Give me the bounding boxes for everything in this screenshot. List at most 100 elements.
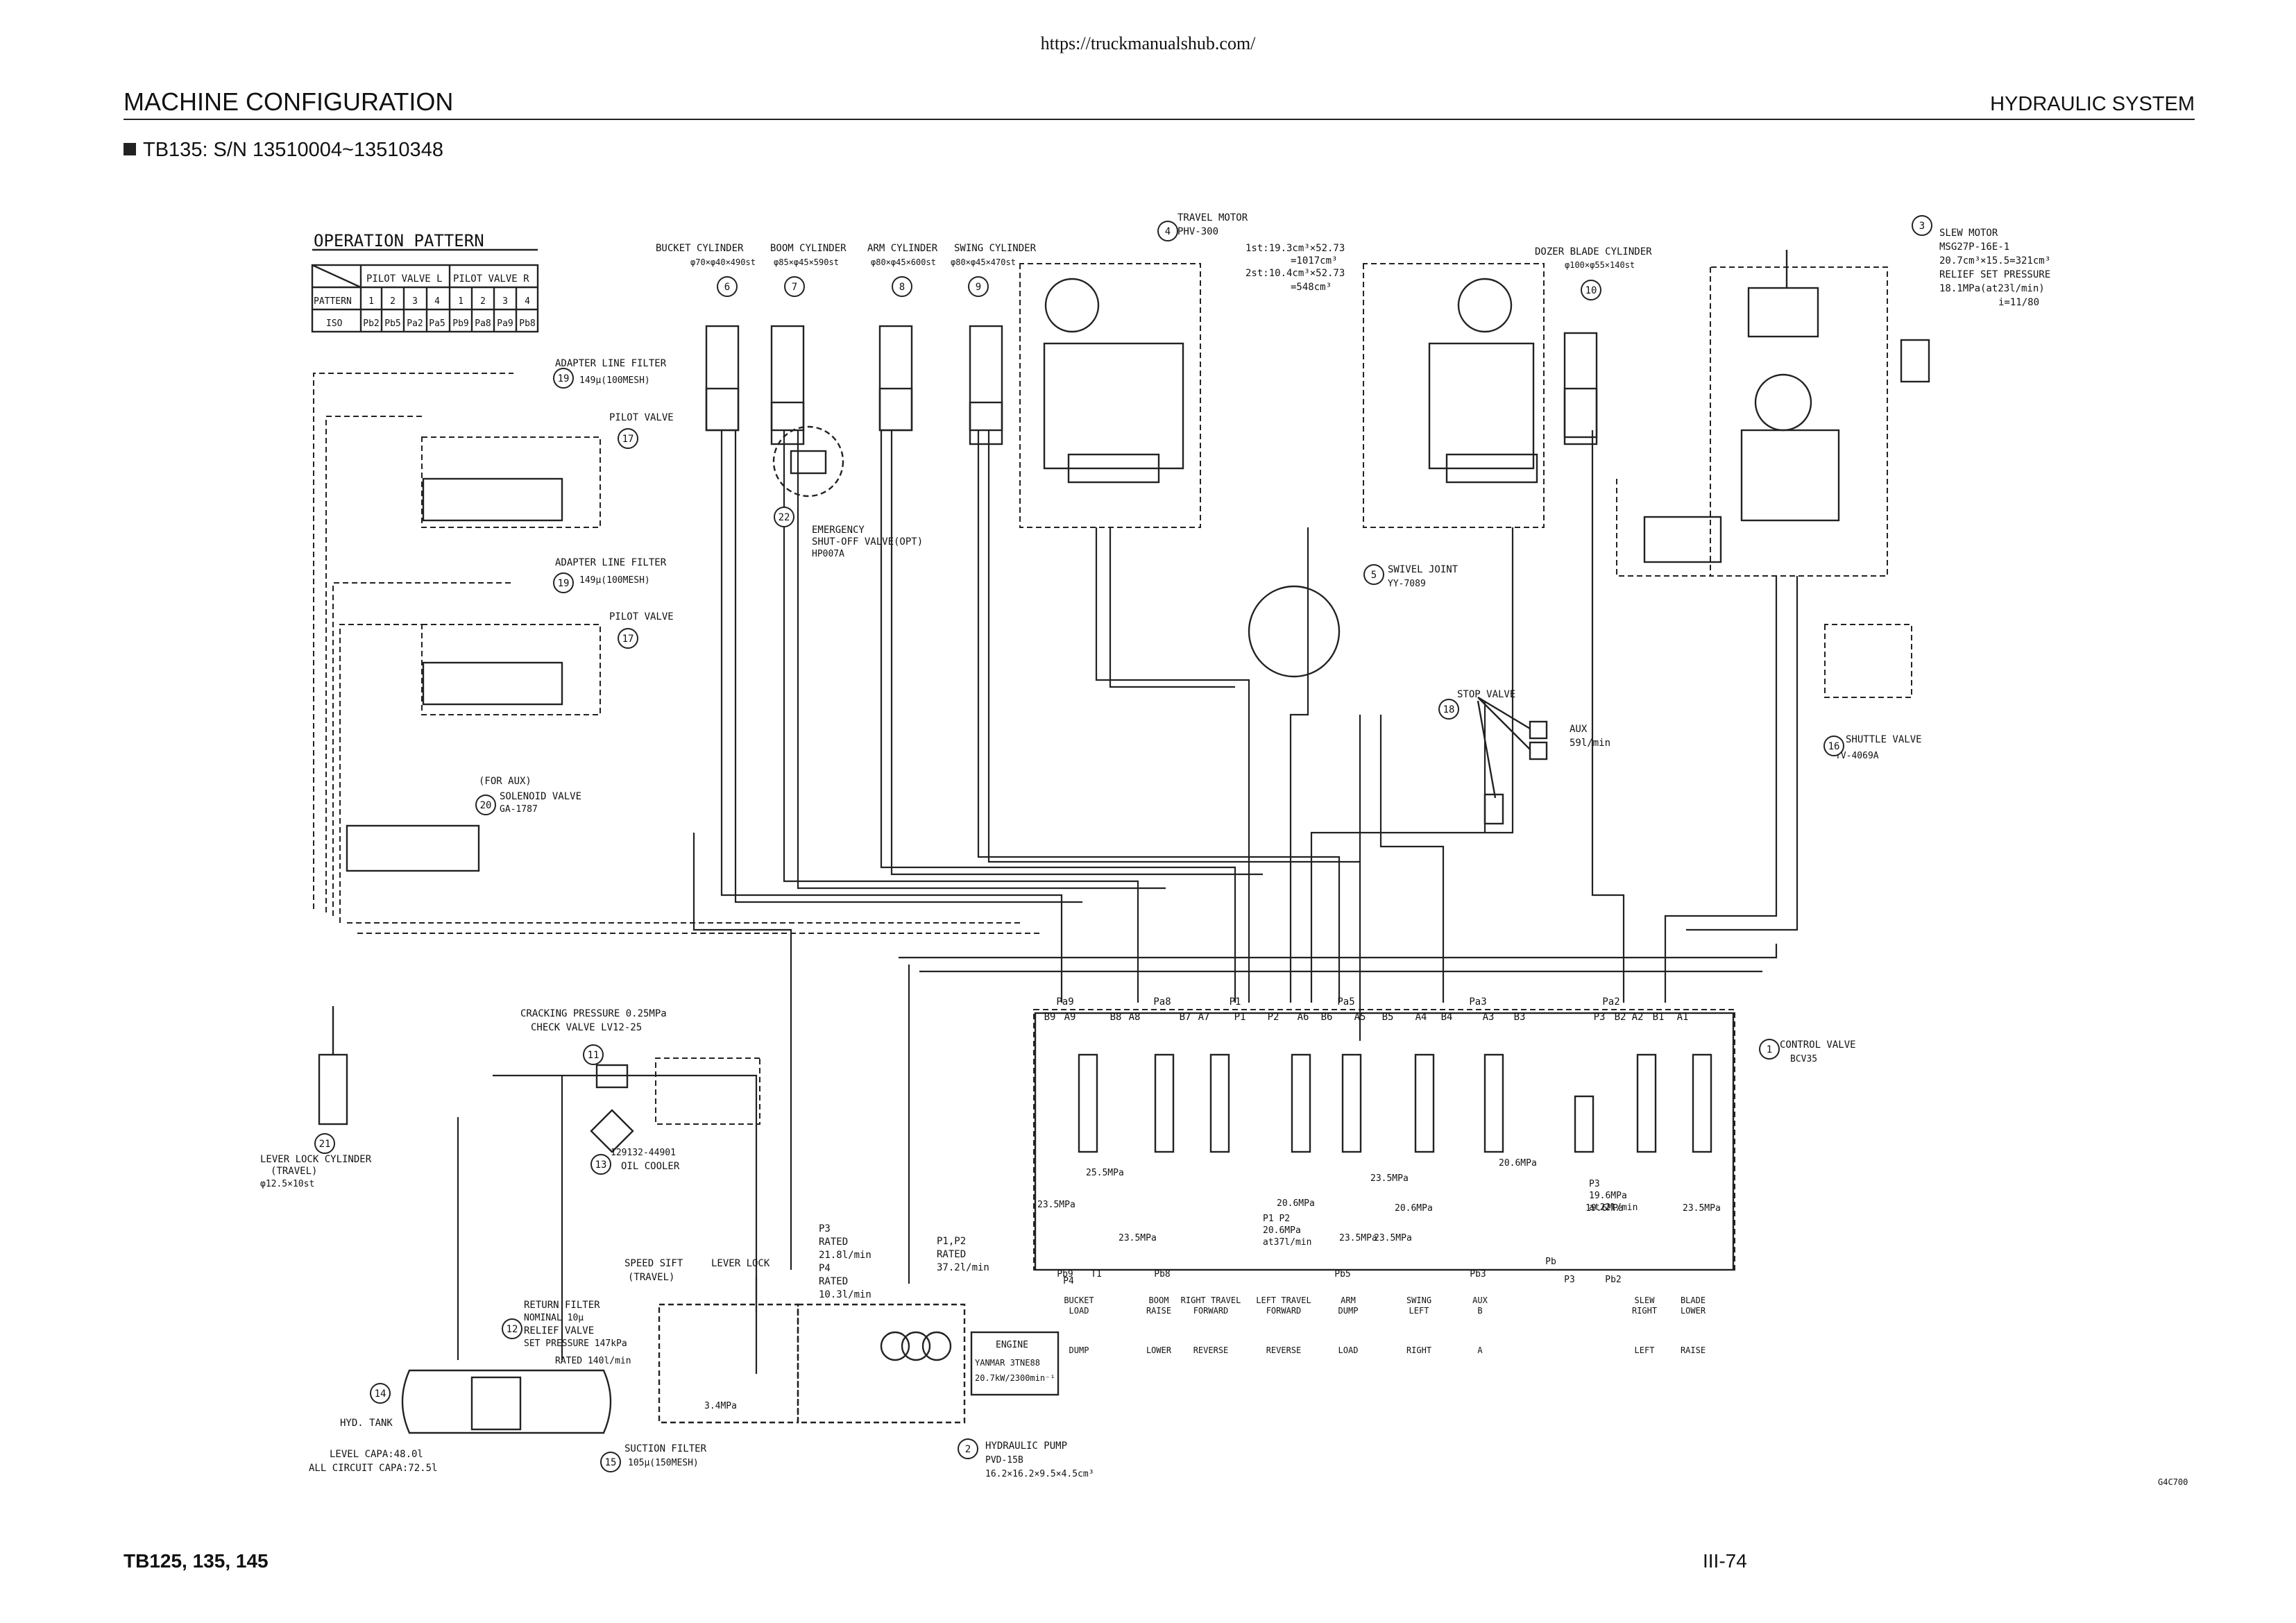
aux-flow: 59l/min	[1570, 738, 1610, 749]
pattern-port-number: 4	[434, 296, 440, 307]
callout-circle	[958, 1438, 978, 1459]
speed-sift-label: SPEED SIFT	[624, 1258, 683, 1269]
engine-model: YANMAR 3TNE88	[975, 1358, 1040, 1368]
lever-lock-cylinder-label: LEVER LOCK CYLINDER	[260, 1154, 372, 1165]
travel-1st-spec: 1st:19.3cm³×52.73	[1245, 243, 1345, 254]
callout-circle	[370, 1383, 391, 1404]
function-bottom-label: LEFT	[1635, 1345, 1655, 1355]
callout-number: 11	[588, 1050, 599, 1061]
function-top-sublabel: RIGHT	[1632, 1306, 1657, 1316]
control-valve-bottom-port: Pb5	[1334, 1269, 1350, 1280]
p3-relief-note: P3	[1589, 1179, 1600, 1189]
swing-cylinder-label: SWING CYLINDER	[954, 243, 1037, 254]
solenoid-valve-label: SOLENOID VALVE	[500, 791, 581, 802]
relief-pressure-value: 23.5MPa	[1374, 1233, 1412, 1243]
control-valve-port-label: B8	[1110, 1012, 1122, 1023]
p3-p4-rated-line: 10.3l/min	[819, 1289, 871, 1300]
swing-cylinder-spec: φ80×φ45×470st	[951, 257, 1016, 267]
control-valve-pilot-port: Pa8	[1153, 996, 1171, 1008]
pilot-valve-label-2: PILOT VALVE	[609, 611, 674, 622]
relief-pressure-value: 20.6MPa	[1499, 1158, 1537, 1169]
control-valve-port-label: A8	[1129, 1012, 1141, 1023]
callout-number: 18	[1443, 704, 1455, 715]
function-top-sublabel: LOAD	[1069, 1306, 1089, 1316]
iso-label: ISO	[326, 318, 343, 329]
callout-number: 15	[605, 1457, 617, 1468]
control-valve-port-label: B6	[1321, 1012, 1333, 1023]
slew-relief-label: RELIEF SET PRESSURE	[1939, 269, 2050, 280]
control-valve-pilot-port: Pa9	[1056, 996, 1073, 1008]
hyd-tank-label: HYD. TANK	[340, 1418, 393, 1429]
function-bottom-label: LOWER	[1146, 1345, 1172, 1355]
p3-relief-note: at22l/min	[1589, 1203, 1638, 1213]
return-filter-nominal: NOMINAL 10μ	[524, 1313, 584, 1323]
adapter-filter-label-2: ADAPTER LINE FILTER	[555, 557, 667, 568]
engine-label: ENGINE	[996, 1340, 1028, 1350]
p1-p2-rated-line: P1,P2	[937, 1236, 966, 1247]
control-valve-port-label: A2	[1632, 1012, 1644, 1023]
callout-number: 2	[965, 1444, 971, 1455]
callout-number: 4	[1165, 226, 1171, 237]
callout-circle	[968, 276, 989, 297]
return-filter-rated: RATED 140l/min	[555, 1356, 631, 1366]
function-bottom-label: REVERSE	[1193, 1345, 1229, 1355]
p3-relief-note: 19.6MPa	[1589, 1191, 1627, 1201]
source-url[interactable]: https://truckmanualshub.com/	[1040, 33, 1256, 53]
travel-1st-result: =1017cm³	[1291, 255, 1337, 266]
pattern-iso-value: Pb9	[452, 318, 468, 329]
callout-circle	[1912, 215, 1932, 236]
relief-pressure-value: 23.5MPa	[1370, 1173, 1409, 1184]
relief-valve-setting: SET PRESSURE 147kPa	[524, 1339, 627, 1349]
relief-pressure-value: 23.5MPa	[1119, 1233, 1157, 1243]
callout-number: 17	[622, 634, 634, 645]
slew-motor-model: MSG27P-16E-1	[1939, 241, 2009, 253]
callout-number: 8	[899, 282, 905, 293]
pattern-iso-value: Pa5	[429, 318, 445, 329]
relief-valve-label: RELIEF VALVE	[524, 1325, 594, 1336]
relief-pressure-value: 23.5MPa	[1037, 1200, 1075, 1210]
callout-circle	[553, 572, 574, 593]
function-top-sublabel: FORWARD	[1193, 1306, 1229, 1316]
emergency-valve-label: EMERGENCY	[812, 525, 865, 536]
callout-circle	[774, 507, 794, 527]
control-valve-port-label: A3	[1483, 1012, 1495, 1023]
travel-motor-label: TRAVEL MOTOR	[1177, 212, 1248, 223]
function-bottom-label: LOAD	[1338, 1345, 1359, 1355]
callout-circle	[475, 794, 496, 815]
arm-cylinder-label: ARM CYLINDER	[867, 243, 938, 254]
function-top-label: BOOM	[1149, 1295, 1169, 1305]
callout-circle	[600, 1452, 621, 1472]
control-valve-port-label: A4	[1415, 1012, 1427, 1023]
emergency-valve-label-2: SHUT-OFF VALVE(OPT)	[812, 536, 923, 547]
pilot-valve-l-header: PILOT VALVE L	[366, 273, 443, 284]
model-subtitle-text: TB135: S/N 13510004~13510348	[143, 139, 443, 161]
hydraulic-pump-model: PVD-15B	[985, 1455, 1023, 1465]
p3-p4-rated-line: 21.8l/min	[819, 1250, 871, 1261]
control-valve-port-label: A5	[1354, 1012, 1366, 1023]
callout-circle	[502, 1318, 522, 1339]
cracking-pressure-label: CRACKING PRESSURE 0.25MPa	[520, 1008, 667, 1019]
function-top-sublabel: B	[1477, 1306, 1482, 1316]
all-circuit-capacity: ALL CIRCUIT CAPA:72.5l	[309, 1463, 437, 1474]
function-top-sublabel: LOWER	[1681, 1306, 1706, 1316]
function-bottom-label: REVERSE	[1266, 1345, 1302, 1355]
boom-cylinder-spec: φ85×φ45×590st	[774, 257, 839, 267]
control-valve-bottom-port: Pb8	[1154, 1269, 1170, 1280]
pattern-iso-value: Pa8	[475, 318, 491, 329]
control-valve-port-label: P3	[1594, 1012, 1606, 1023]
control-valve-bottom-port: Pb	[1545, 1257, 1556, 1267]
callout-circle	[583, 1044, 604, 1065]
callout-number: 20	[480, 800, 492, 811]
function-top-label: ARM	[1341, 1295, 1356, 1305]
function-top-label: BUCKET	[1064, 1295, 1094, 1305]
lever-lock-cylinder-spec: φ12.5×10st	[260, 1179, 314, 1189]
relief-pressure-value: 23.5MPa	[1339, 1233, 1377, 1243]
p3-p4-rated-line: RATED	[819, 1237, 848, 1248]
travel-motor-model: PHV-300	[1177, 226, 1218, 237]
page-number: III-74	[1703, 1550, 1747, 1572]
function-bottom-label: RIGHT	[1406, 1345, 1431, 1355]
relief-pressure-value: 25.5MPa	[1086, 1168, 1124, 1178]
pattern-port-number: 1	[368, 296, 374, 307]
control-valve-port-label: B7	[1180, 1012, 1191, 1023]
